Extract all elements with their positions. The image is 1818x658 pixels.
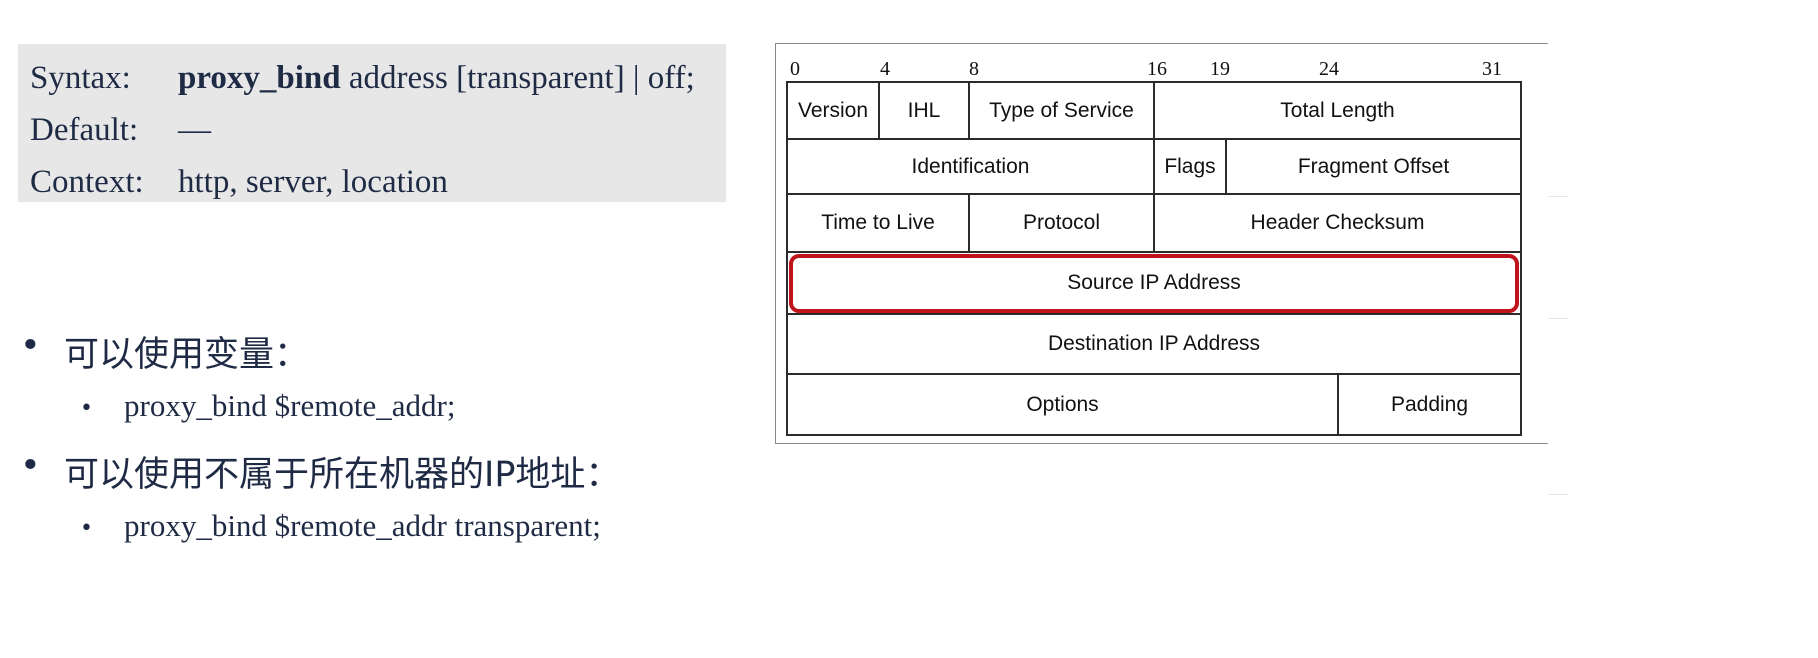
- bit-number: 24: [1319, 58, 1339, 80]
- directive-keyword: proxy_bind: [178, 60, 341, 96]
- syntax-row: Syntax: proxy_bind address [transparent]…: [18, 52, 726, 104]
- bullet-marker: •: [80, 396, 93, 421]
- bit-number: 31: [1482, 58, 1502, 80]
- bit-number: 16: [1147, 58, 1167, 80]
- field-identification: Identification: [788, 140, 1155, 195]
- bit-number: 4: [880, 58, 890, 80]
- field-protocol: Protocol: [970, 195, 1155, 253]
- field-type-of-service: Type of Service: [970, 83, 1155, 140]
- field-time-to-live: Time to Live: [788, 195, 970, 253]
- bullet-marker: •: [20, 446, 41, 486]
- field-padding: Padding: [1390, 392, 1469, 416]
- bullet-marker: •: [20, 326, 41, 366]
- edge-divider: [1548, 196, 1568, 197]
- field-header-checksum: Header Checksum: [1155, 195, 1520, 253]
- context-value: http, server, location: [178, 164, 448, 200]
- bullet-text: 可以使用变量：: [64, 335, 310, 375]
- field-flags: Flags: [1155, 140, 1227, 195]
- directive-args: address [transparent] | off;: [340, 60, 695, 96]
- default-label: Default:: [30, 112, 139, 148]
- field-ihl: IHL: [880, 83, 970, 140]
- ip-header-diagram: 0 4 8 16 19 24 31 Version IHL Type of Se…: [775, 43, 1549, 444]
- bit-number: 0: [790, 58, 800, 80]
- field-version: Version: [788, 83, 880, 140]
- bit-number: 8: [969, 58, 979, 80]
- field-fragment-offset: Fragment Offset: [1227, 140, 1520, 195]
- bullet-marker: •: [80, 516, 93, 541]
- source-ip-highlight: [789, 254, 1519, 313]
- edge-divider: [1548, 494, 1568, 495]
- syntax-value: proxy_bind address [transparent] | off;: [178, 52, 695, 104]
- syntax-label: Syntax:: [30, 60, 131, 96]
- edge-divider: [1548, 318, 1568, 319]
- header-frame: [786, 81, 1522, 436]
- field-total-length: Total Length: [1155, 83, 1520, 140]
- context-row: Context: http, server, location: [18, 156, 726, 208]
- bullet-text: 可以使用不属于所在机器的IP地址：: [64, 455, 621, 495]
- right-margin: [1548, 0, 1818, 658]
- syntax-box: Syntax: proxy_bind address [transparent]…: [18, 44, 726, 202]
- default-value: —: [178, 112, 211, 148]
- context-label: Context:: [30, 164, 144, 200]
- field-source-ip-address: Source IP Address: [788, 253, 1520, 315]
- field-options: Options: [788, 375, 1339, 434]
- code-example: proxy_bind $remote_addr transparent;: [124, 508, 601, 543]
- bit-number: 19: [1210, 58, 1230, 80]
- default-row: Default: —: [18, 104, 726, 156]
- field-destination-ip-address: Destination IP Address: [788, 315, 1520, 375]
- code-example: proxy_bind $remote_addr;: [124, 388, 456, 423]
